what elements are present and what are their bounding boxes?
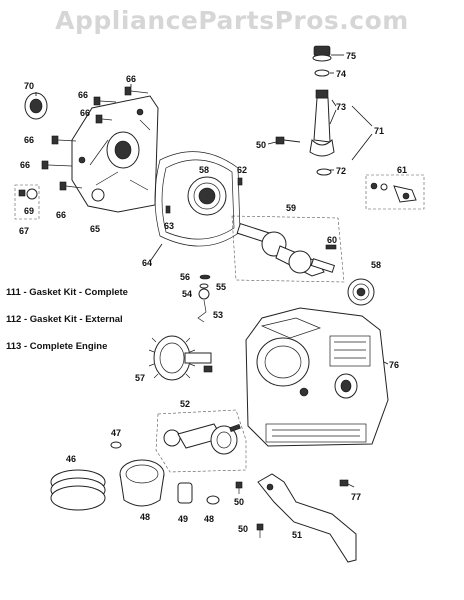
bearing-58-lower <box>347 278 375 306</box>
callout-70: 70 <box>24 81 34 91</box>
callout-66-c: 66 <box>80 108 90 118</box>
clip-48-part <box>206 495 220 505</box>
callout-50-lower: 50 <box>238 524 248 534</box>
callout-46: 46 <box>66 454 76 464</box>
oil-seal-70-part <box>24 92 48 120</box>
cover-bolts-66-parts <box>41 86 149 191</box>
callout-48-a: 48 <box>140 512 150 522</box>
connecting-rod-part <box>155 409 247 473</box>
clip-47-part <box>110 441 122 449</box>
callout-74: 74 <box>336 69 346 79</box>
bolt-50-lower <box>256 523 264 538</box>
callout-73: 73 <box>336 102 346 112</box>
callout-49: 49 <box>178 514 188 524</box>
callout-58-upper: 58 <box>199 165 209 175</box>
callout-50-upper: 50 <box>256 140 266 150</box>
crankcase-cover-part <box>71 95 159 213</box>
pin-62-part <box>237 177 243 186</box>
callout-64: 64 <box>142 258 152 268</box>
callout-75: 75 <box>346 51 356 61</box>
callout-66-b: 66 <box>78 90 88 100</box>
fill-tube-part <box>309 89 335 176</box>
callout-50-middle: 50 <box>234 497 244 507</box>
callout-72: 72 <box>336 166 346 176</box>
callout-47: 47 <box>111 428 121 438</box>
piston-part <box>119 459 165 507</box>
callout-61: 61 <box>397 165 407 175</box>
bolt-77-part <box>339 479 355 488</box>
callout-58-lower: 58 <box>371 260 381 270</box>
callout-76: 76 <box>389 360 399 370</box>
pin-63-part <box>165 205 171 214</box>
callout-63: 63 <box>164 221 174 231</box>
drain-plug-67-69-parts <box>14 184 40 220</box>
bearing-58-upper <box>187 176 227 216</box>
callout-59: 59 <box>286 203 296 213</box>
callout-66-f: 66 <box>56 210 66 220</box>
callout-77: 77 <box>351 492 361 502</box>
site-watermark: AppliancePartsPros.com <box>55 6 409 35</box>
callout-66-d: 66 <box>24 135 34 145</box>
governor-assembly-61-part <box>365 174 425 210</box>
piston-pin-part <box>177 482 193 504</box>
callout-51: 51 <box>292 530 302 540</box>
crankcase-gasket-part <box>154 151 241 247</box>
callout-57: 57 <box>135 373 145 383</box>
baffle-plate-part <box>257 473 357 563</box>
legend-complete-engine: 113 - Complete Engine <box>6 341 108 352</box>
callout-62: 62 <box>237 165 247 175</box>
legend-gasket-kit-external: 112 - Gasket Kit - External <box>6 314 123 325</box>
bolt-50-middle <box>235 481 243 494</box>
callout-71: 71 <box>374 126 384 136</box>
callout-66-e: 66 <box>20 160 30 170</box>
legend-gasket-kit-complete: 111 - Gasket Kit - Complete <box>6 287 128 298</box>
callout-55: 55 <box>216 282 226 292</box>
dipstick-cap-part <box>312 45 332 77</box>
piston-rings-part <box>50 469 106 511</box>
callout-54: 54 <box>182 289 192 299</box>
callout-56: 56 <box>180 272 190 282</box>
camshaft-gear-part <box>148 335 213 381</box>
crankshaft-part <box>231 215 345 283</box>
bolt-50-upper <box>275 136 301 145</box>
callout-69: 69 <box>24 206 34 216</box>
callout-67: 67 <box>19 226 29 236</box>
callout-60: 60 <box>327 235 337 245</box>
oil-sensor-parts <box>197 274 211 323</box>
callout-53: 53 <box>213 310 223 320</box>
callout-48-b: 48 <box>204 514 214 524</box>
callout-65: 65 <box>90 224 100 234</box>
callout-66-a: 66 <box>126 74 136 84</box>
engine-block-part <box>245 307 389 447</box>
callout-52: 52 <box>180 399 190 409</box>
